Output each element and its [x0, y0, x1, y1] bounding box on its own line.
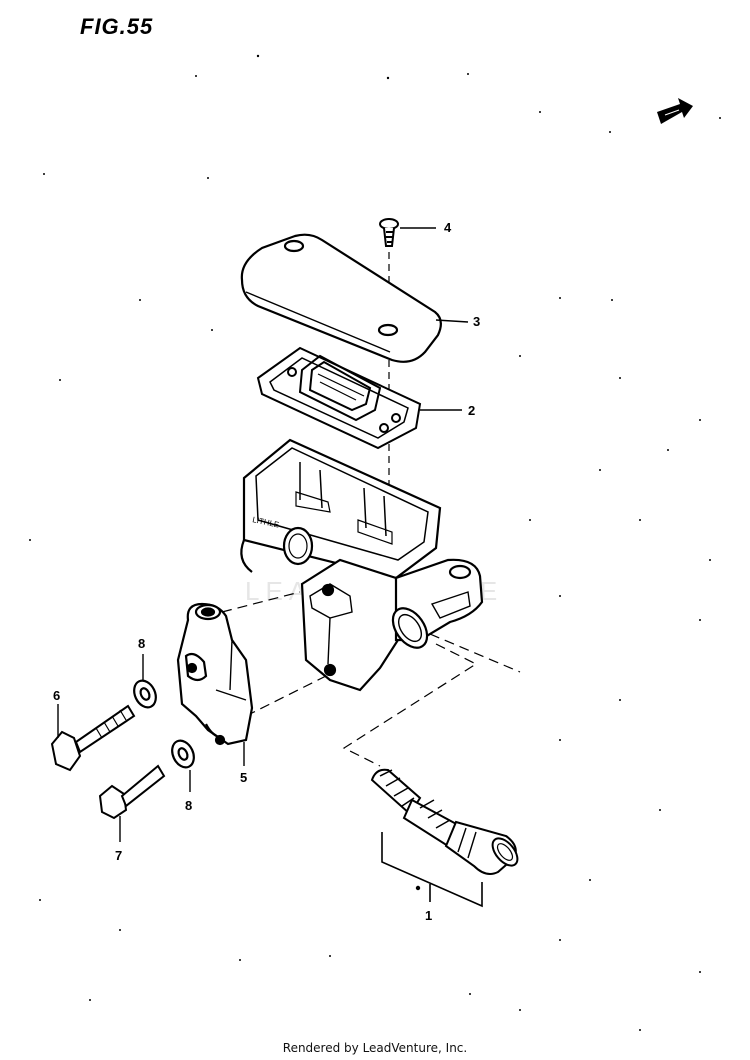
- front-arrow-icon: [657, 98, 693, 124]
- lever-holder: [176, 602, 254, 746]
- leader-1-dot: [415, 885, 421, 891]
- washer-upper: [133, 679, 157, 709]
- figure-title: FIG.55: [80, 14, 154, 39]
- scan-speckle: [29, 54, 721, 1031]
- callout-7: 7: [115, 848, 122, 863]
- piston-spring-assembly: [370, 768, 519, 875]
- footer-credit: Rendered by LeadVenture, Inc.: [282, 1041, 468, 1055]
- pivot-bolt-short: [98, 764, 166, 820]
- callout-3: 3: [473, 314, 480, 329]
- callout-1: 1: [425, 908, 432, 923]
- callout-4: 4: [444, 220, 452, 235]
- reservoir-cap-screw: [379, 218, 399, 247]
- reservoir-diaphragm-plate: [256, 346, 422, 450]
- assembly-guide-lines: [221, 591, 521, 767]
- callout-6: 6: [53, 688, 60, 703]
- callout-5: 5: [240, 770, 247, 785]
- leader-3: [435, 319, 469, 323]
- reservoir-cap: [240, 233, 442, 363]
- leader-1-bracket: [381, 832, 483, 908]
- master-cylinder-body: LITHLE: [240, 438, 484, 692]
- callout-2: 2: [468, 403, 475, 418]
- pivot-bolt-long: [50, 704, 136, 772]
- washer-lower: [171, 739, 195, 769]
- callout-8-upper: 8: [138, 636, 145, 651]
- callout-8-lower: 8: [185, 798, 192, 813]
